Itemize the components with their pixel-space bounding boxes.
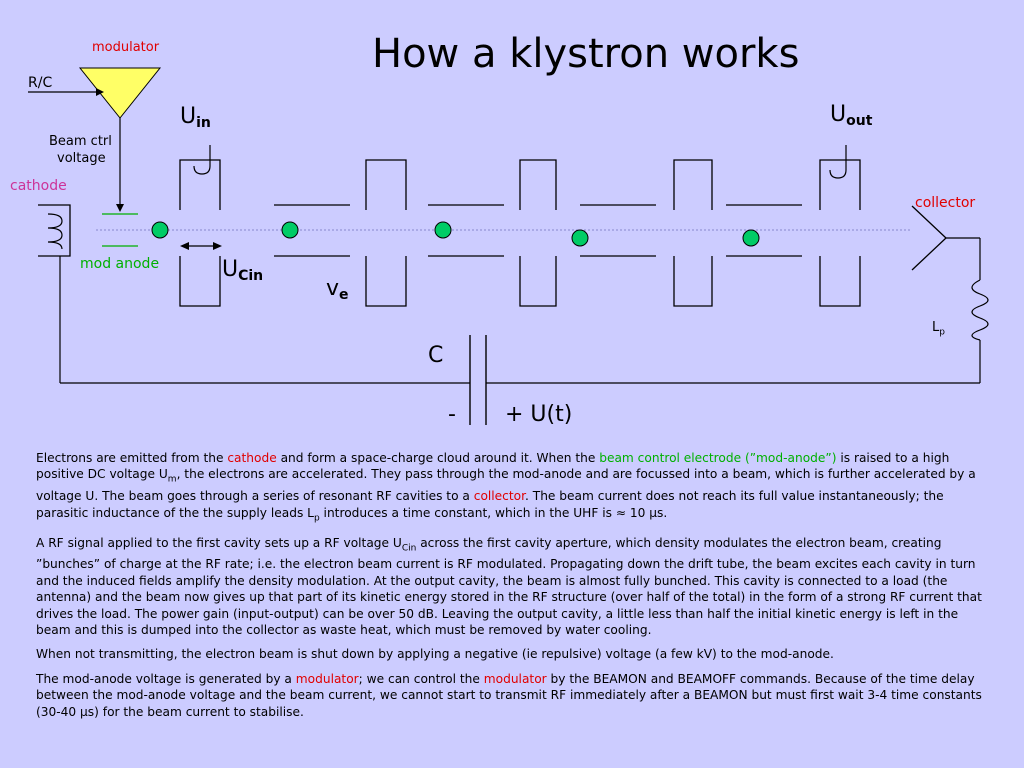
cavity-3 bbox=[519, 159, 557, 307]
electron-bunch bbox=[151, 221, 169, 239]
beam-ctrl-label-line2: voltage bbox=[57, 151, 106, 166]
cathode-electrode bbox=[38, 204, 71, 257]
cavity-input bbox=[179, 159, 221, 307]
description: Electrons are emitted from the cathode a… bbox=[36, 450, 994, 728]
page-title: How a klystron works bbox=[372, 31, 800, 77]
u-in-subscript: in bbox=[196, 115, 211, 131]
ucin-arrow-right-head bbox=[213, 242, 222, 250]
u-cin-label: UCin bbox=[222, 257, 264, 284]
paragraph-3: When not transmitting, the electron beam… bbox=[36, 647, 834, 662]
output-coupling-loop bbox=[829, 145, 847, 179]
mod-anode-label: mod anode bbox=[80, 256, 160, 272]
capacitor-label: C bbox=[428, 343, 444, 368]
input-coupling-loop bbox=[193, 145, 211, 175]
electron-bunch bbox=[742, 229, 760, 247]
u-out-label: Uout bbox=[830, 102, 873, 129]
lp-label: Lp bbox=[932, 320, 945, 338]
u-cin-subscript: Cin bbox=[238, 268, 264, 284]
modulator-label: modulator bbox=[92, 40, 160, 55]
cavity-output bbox=[819, 159, 861, 307]
cathode-heater-coil bbox=[47, 213, 63, 250]
minus-label: - bbox=[448, 402, 456, 427]
collector-label: collector bbox=[915, 195, 976, 211]
drift-tubes bbox=[274, 204, 802, 257]
lp-subscript: p bbox=[939, 327, 945, 338]
ucin-arrow-left-head bbox=[180, 242, 189, 250]
beam-ctrl-label-line1: Beam ctrl bbox=[49, 134, 112, 149]
electron-bunch bbox=[571, 229, 589, 247]
modulator-output-head bbox=[116, 204, 124, 212]
collector-electrode bbox=[911, 205, 947, 271]
paragraph-4: The mod-anode voltage is generated by a … bbox=[36, 671, 982, 719]
electron-bunch bbox=[434, 221, 452, 239]
electron-bunch bbox=[281, 221, 299, 239]
lp-inductor-coil bbox=[971, 279, 989, 341]
paragraph-2: A RF signal applied to the first cavity … bbox=[36, 535, 982, 637]
cavity-2 bbox=[365, 159, 407, 307]
klystron-diagram bbox=[28, 67, 989, 425]
modulator-triangle bbox=[78, 67, 162, 119]
cathode-label: cathode bbox=[10, 178, 67, 194]
paragraph-1: Electrons are emitted from the cathode a… bbox=[36, 451, 976, 524]
u-out-subscript: out bbox=[846, 113, 873, 129]
rc-label: R/C bbox=[28, 75, 53, 91]
ve-label: ve bbox=[326, 276, 349, 303]
rc-arrow-head bbox=[96, 88, 104, 96]
cavity-4 bbox=[673, 159, 713, 307]
ve-subscript: e bbox=[339, 287, 349, 303]
plus-ut-label: + U(t) bbox=[505, 402, 573, 427]
u-in-label: Uin bbox=[180, 104, 211, 131]
